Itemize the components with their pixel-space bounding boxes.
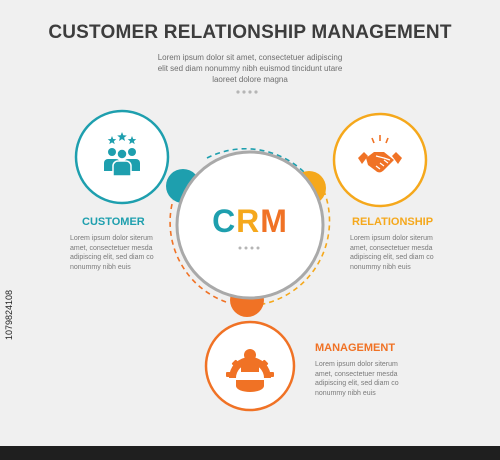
relationship-label: RELATIONSHIP bbox=[352, 216, 434, 228]
customer-label: CUSTOMER bbox=[82, 216, 145, 228]
desc-line: nonummy nibh euis bbox=[350, 263, 411, 271]
relationship-description: Lorem ipsum dolor siterum amet, consecte… bbox=[350, 234, 470, 272]
crm-letter-c: C bbox=[212, 203, 237, 239]
stock-watermark-bar bbox=[0, 446, 500, 460]
dashed-arc-teal bbox=[206, 147, 306, 174]
desc-line: Lorem ipsum dolor siterum bbox=[350, 235, 433, 242]
handshake-icon bbox=[358, 135, 402, 173]
stock-id: 1079824108 bbox=[4, 289, 14, 340]
management-label: MANAGEMENT bbox=[315, 342, 396, 354]
customer-description: Lorem ipsum dolor siterum amet, consecte… bbox=[70, 234, 185, 272]
page-subtitle: Lorem ipsum dolor sit amet, consectetuer… bbox=[130, 52, 370, 85]
dashed-arc-amber bbox=[257, 181, 331, 306]
management-description: Lorem ipsum dolor siterum amet, consecte… bbox=[315, 360, 435, 398]
crm-letter-m: M bbox=[260, 203, 288, 239]
desc-line: Lorem ipsum dolor siterum bbox=[70, 235, 153, 242]
desc-line: adipiscing elit, sed diam co bbox=[350, 254, 434, 261]
management-gear-icon bbox=[226, 349, 274, 392]
page-title: CUSTOMER RELATIONSHIP MANAGEMENT bbox=[48, 22, 452, 43]
desc-line: nonummy nibh euis bbox=[70, 263, 131, 271]
crm-acronym: CRM bbox=[195, 203, 305, 240]
desc-line: Lorem ipsum dolor siterum bbox=[315, 361, 398, 368]
title-dots bbox=[236, 90, 258, 94]
subtitle-line: elit sed diam nonummy nibh euismod tinci… bbox=[157, 64, 343, 73]
desc-line: amet, consectetuer mesda bbox=[70, 244, 153, 252]
center-circle bbox=[175, 150, 325, 300]
desc-line: amet, consectetuer mesda bbox=[315, 370, 398, 378]
desc-line: nonummy nibh euis bbox=[315, 389, 376, 397]
crm-letter-r: R bbox=[236, 203, 261, 239]
desc-line: adipiscing elit, sed diam co bbox=[315, 380, 399, 387]
center-dots bbox=[238, 246, 260, 250]
subtitle-line: laoreet dolore magna bbox=[212, 75, 288, 84]
customer-group-icon bbox=[104, 132, 140, 177]
desc-line: adipiscing elit, sed diam co bbox=[70, 254, 154, 261]
subtitle-line: Lorem ipsum dolor sit amet, consectetuer… bbox=[157, 53, 343, 62]
dashed-arc-orange bbox=[169, 199, 227, 303]
desc-line: amet, consectetuer mesda bbox=[350, 244, 433, 252]
